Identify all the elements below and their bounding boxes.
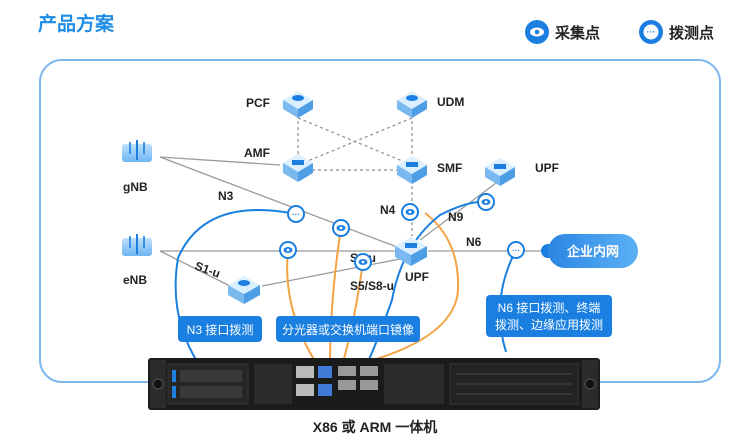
svg-text:···: ··· xyxy=(647,27,656,37)
upf-main-node: UPF xyxy=(395,237,429,284)
udm-node: UDM xyxy=(397,91,464,118)
udm-label: UDM xyxy=(437,95,464,109)
n9-label: N9 xyxy=(448,210,464,224)
callout-n6-probe-line2: 拨测、边缘应用拨测 xyxy=(495,317,603,332)
s5s8u-label: S5/S8-u xyxy=(350,279,394,293)
amf-node: AMF xyxy=(244,146,313,182)
callout-n3-probe-text: N3 接口拨测 xyxy=(187,322,254,337)
callout-splitter-mirror: 分光器或交换机端口镜像 xyxy=(276,316,420,342)
svg-text:···: ··· xyxy=(292,210,300,219)
n3-label: N3 xyxy=(218,189,234,203)
callout-n3-probe: N3 接口拨测 xyxy=(178,316,262,342)
amf-label: AMF xyxy=(244,146,270,160)
enb-label: eNB xyxy=(123,273,147,287)
callout-splitter-mirror-text: 分光器或交换机端口镜像 xyxy=(282,322,414,337)
smf-node: SMF xyxy=(397,156,462,184)
pcf-node: PCF xyxy=(246,91,313,118)
n4-label: N4 xyxy=(380,203,396,217)
legend-collect: 采集点 xyxy=(525,20,600,44)
smf-label: SMF xyxy=(437,161,462,175)
device-caption: X86 或 ARM 一体机 xyxy=(313,419,437,435)
svg-text:···: ··· xyxy=(512,246,520,255)
legend-collect-label: 采集点 xyxy=(554,24,600,42)
s1u-left-label: S1-u xyxy=(193,259,222,281)
upf-top-label: UPF xyxy=(535,161,559,175)
collect-point-s5s8 xyxy=(354,253,372,271)
enterprise-network-label: 企业内网 xyxy=(566,244,619,259)
collect-point-n3 xyxy=(332,219,350,237)
upf-top-node: UPF xyxy=(485,158,559,186)
sgw-node xyxy=(228,276,260,304)
gnb-label: gNB xyxy=(123,180,148,194)
rack-server xyxy=(148,358,600,410)
collect-point-n4 xyxy=(401,203,419,221)
enterprise-network: 企业内网 xyxy=(541,234,638,268)
probe-point-n6: ··· xyxy=(507,241,525,259)
gnb-node: gNB xyxy=(122,140,152,194)
collect-point-s1u xyxy=(279,241,297,259)
probe-point-n3: ··· xyxy=(287,205,305,223)
pcf-label: PCF xyxy=(246,96,270,110)
enb-node: eNB xyxy=(122,234,152,287)
control-plane-links xyxy=(297,115,413,236)
callout-n6-probe: N6 接口拨测、终端 拨测、边缘应用拨测 xyxy=(486,295,612,337)
legend-probe: ··· 拨测点 xyxy=(639,20,714,44)
page-title: 产品方案 xyxy=(38,12,115,35)
callout-n6-probe-line1: N6 接口拨测、终端 xyxy=(498,300,601,315)
upf-main-label: UPF xyxy=(405,270,429,284)
legend-probe-label: 拨测点 xyxy=(669,24,714,42)
collect-point-n9 xyxy=(477,193,495,211)
n6-label: N6 xyxy=(466,235,482,249)
